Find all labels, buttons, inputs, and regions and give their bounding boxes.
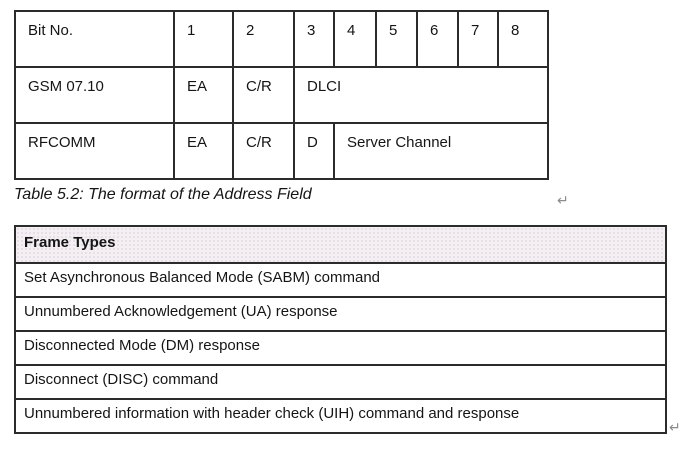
rfcomm-server-channel-cell: Server Channel: [333, 122, 549, 180]
frame-types-header-row: Frame Types: [14, 225, 667, 264]
frame-type-ua-cell: Unnumbered Acknowledgement (UA) response: [14, 296, 667, 332]
table-row: Set Asynchronous Balanced Mode (SABM) co…: [14, 262, 667, 298]
rfcomm-cr-cell: C/R: [232, 122, 295, 180]
frame-types-table: Frame Types Set Asynchronous Balanced Mo…: [14, 225, 667, 434]
bit-4-header-cell: 4: [333, 10, 377, 68]
paragraph-return-mark: ↵: [557, 193, 569, 209]
bit-no-label-cell: Bit No.: [14, 10, 175, 68]
bit-1-header-cell: 1: [173, 10, 234, 68]
gsm-ea-cell: EA: [173, 66, 234, 124]
rfcomm-d-cell: D: [293, 122, 335, 180]
table-row: Unnumbered information with header check…: [14, 398, 667, 434]
rfcomm-label-cell: RFCOMM: [14, 122, 175, 180]
gsm-0710-row: GSM 07.10 EA C/R DLCI: [14, 66, 549, 124]
bit-6-header-cell: 6: [416, 10, 459, 68]
rfcomm-ea-cell: EA: [173, 122, 234, 180]
table-row: Disconnect (DISC) command: [14, 364, 667, 400]
table-caption: Table 5.2: The format of the Address Fie…: [14, 186, 312, 203]
paragraph-return-mark: ↵: [669, 420, 681, 436]
frame-type-uih-cell: Unnumbered information with header check…: [14, 398, 667, 434]
gsm-dlci-cell: DLCI: [293, 66, 549, 124]
frame-type-dm-cell: Disconnected Mode (DM) response: [14, 330, 667, 366]
bit-number-header-row: Bit No. 1 2 3 4 5 6 7 8: [14, 10, 549, 68]
frame-types-header-cell: Frame Types: [14, 225, 667, 264]
gsm-0710-label-cell: GSM 07.10: [14, 66, 175, 124]
table-row: Disconnected Mode (DM) response: [14, 330, 667, 366]
bit-8-header-cell: 8: [497, 10, 549, 68]
frame-type-sabm-cell: Set Asynchronous Balanced Mode (SABM) co…: [14, 262, 667, 298]
frame-type-disc-cell: Disconnect (DISC) command: [14, 364, 667, 400]
bit-7-header-cell: 7: [457, 10, 499, 68]
address-field-table: Bit No. 1 2 3 4 5 6 7 8 GSM 07.10 EA C/R…: [14, 10, 549, 180]
gsm-cr-cell: C/R: [232, 66, 295, 124]
bit-5-header-cell: 5: [375, 10, 418, 68]
bit-2-header-cell: 2: [232, 10, 295, 68]
table-row: Unnumbered Acknowledgement (UA) response: [14, 296, 667, 332]
rfcomm-row: RFCOMM EA C/R D Server Channel: [14, 122, 549, 180]
bit-3-header-cell: 3: [293, 10, 335, 68]
